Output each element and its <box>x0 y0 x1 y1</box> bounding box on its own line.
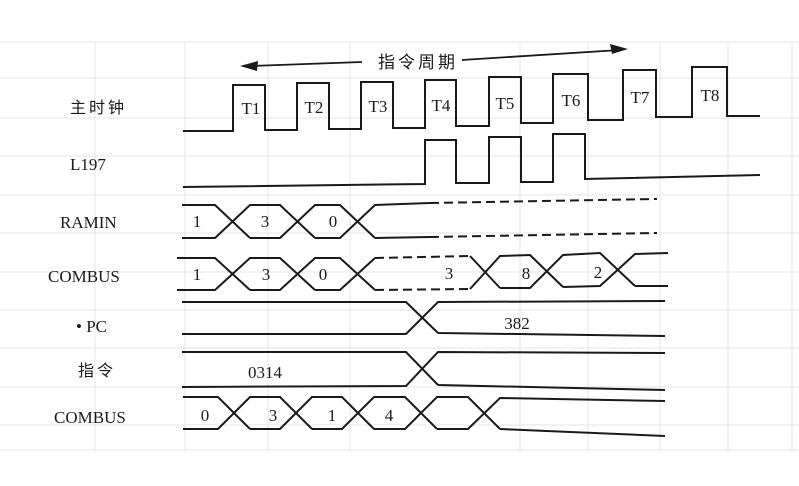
bus-value: 0 <box>201 406 210 425</box>
label-instruction: 指令 <box>78 361 116 380</box>
bus-value: 4 <box>385 406 394 425</box>
arrow-left-icon <box>240 61 258 71</box>
cycle-label: 指令周期 <box>378 53 458 73</box>
l197-waveform <box>182 133 761 188</box>
label-ramin: RAMIN <box>60 213 117 232</box>
label-combus-1: COMBUS <box>48 267 120 286</box>
bus-value: 0 <box>329 212 338 231</box>
phase-label: T1 <box>242 99 261 118</box>
phase-label: T3 <box>369 97 388 116</box>
combus-bus-lower: 0 3 1 4 <box>183 396 666 437</box>
bus-value: 3 <box>269 406 278 425</box>
phase-label: T5 <box>496 94 515 113</box>
bus-value: 8 <box>522 264 531 283</box>
pc-bus: 382 <box>182 300 666 337</box>
bus-value: 1 <box>193 212 202 231</box>
arrow-right-icon <box>610 44 628 54</box>
signal-labels: 主时钟 L197 RAMIN COMBUS • PC 指令 COMBUS <box>48 98 127 427</box>
ramin-bus: 1 3 0 <box>182 198 658 239</box>
bus-value: 3 <box>261 212 270 231</box>
bus-value: 0 <box>319 265 328 284</box>
label-pc: • PC <box>76 317 107 336</box>
phase-label: T6 <box>562 91 581 110</box>
background-bleed-grid <box>0 41 799 451</box>
bus-value: 1 <box>193 265 202 284</box>
bus-value: 3 <box>262 265 271 284</box>
label-l197: L197 <box>70 155 106 174</box>
label-main-clock: 主时钟 <box>70 98 127 117</box>
cycle-arrow-left-line <box>249 61 363 67</box>
label-combus-2: COMBUS <box>54 408 126 427</box>
bus-value: 2 <box>594 263 603 282</box>
bus-value: 0314 <box>248 363 283 382</box>
phase-label: T8 <box>701 86 720 105</box>
bus-value: 1 <box>328 406 337 425</box>
main-clock-waveform: T1 T2 T3 T4 T5 T6 T7 T8 <box>183 66 760 132</box>
phase-label: T7 <box>631 88 650 107</box>
cycle-arrow-right-line <box>461 49 621 61</box>
instruction-cycle-marker: 指令周期 <box>240 44 628 73</box>
bus-value: 3 <box>445 264 454 283</box>
phase-label: T4 <box>432 96 451 115</box>
bus-value: 382 <box>504 314 530 333</box>
phase-label: T2 <box>305 98 324 117</box>
instruction-bus: 0314 <box>181 350 666 391</box>
combus-bus-upper: 1 3 0 3 8 2 <box>177 251 669 291</box>
